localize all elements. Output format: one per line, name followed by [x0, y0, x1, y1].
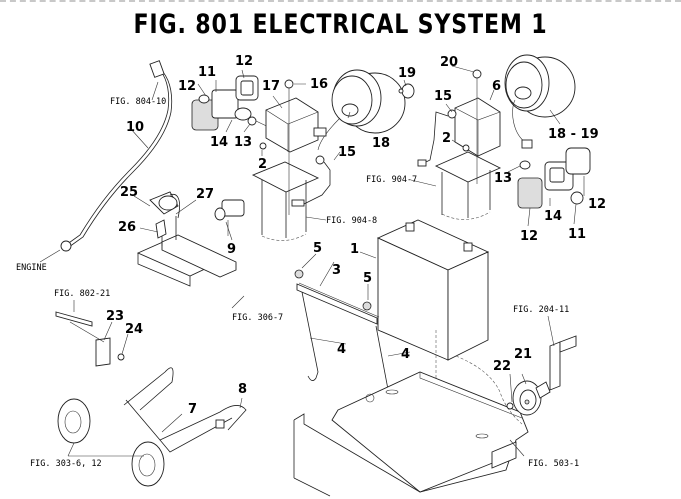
ref-fig-306-7[interactable]: FIG. 306-7 — [232, 313, 283, 323]
label-22: 22 — [493, 359, 511, 374]
label-15-left: 15 — [338, 145, 356, 160]
ref-fig-904-7[interactable]: FIG. 904-7 — [366, 175, 417, 185]
relay-bracket — [136, 191, 237, 287]
part-number-labels: 12 11 12 17 16 19 10 14 13 2 18 15 20 6 … — [106, 54, 606, 417]
label-8: 8 — [238, 382, 247, 397]
label-16: 16 — [310, 77, 328, 92]
ref-engine: ENGINE — [16, 263, 47, 273]
label-5-left: 5 — [313, 241, 322, 256]
label-23: 23 — [106, 309, 124, 324]
label-19: 19 — [398, 66, 416, 81]
bracket-17 — [251, 79, 320, 241]
ref-fig-802-21[interactable]: FIG. 802-21 — [54, 289, 110, 299]
guard-frame-7 — [57, 367, 247, 487]
headlight-18-left — [313, 69, 415, 151]
figure-title: FIG. 801 ELECTRICAL SYSTEM 1 — [133, 9, 548, 40]
top-dashed-border — [0, 0, 681, 2]
label-13-left: 13 — [234, 135, 252, 150]
label-4-right: 4 — [401, 347, 410, 362]
label-5-right: 5 — [363, 271, 372, 286]
ref-fig-303-6-12[interactable]: FIG. 303-6, 12 — [30, 459, 102, 469]
label-9: 9 — [227, 242, 236, 257]
label-12-top: 12 — [235, 54, 253, 69]
label-13-right: 13 — [494, 171, 512, 186]
label-4-left: 4 — [337, 342, 346, 357]
label-18-19: 18 - 19 — [548, 127, 599, 142]
figure-reference-labels: FIG. 804-10 FIG. 904-8 FIG. 904-7 ENGINE… — [16, 97, 579, 469]
label-18: 18 — [372, 136, 390, 151]
label-14-left: 14 — [210, 135, 228, 150]
switch-9 — [214, 199, 245, 236]
label-20: 20 — [440, 55, 458, 70]
label-11-right: 11 — [568, 227, 586, 242]
label-25: 25 — [120, 185, 138, 200]
label-2-right: 2 — [442, 131, 451, 146]
label-12-right: 12 — [588, 197, 606, 212]
cable-10 — [39, 60, 173, 263]
label-17: 17 — [262, 79, 280, 94]
bracket-6 — [434, 69, 502, 220]
floor-plate — [293, 355, 529, 497]
label-15-right: 15 — [434, 89, 452, 104]
ref-fig-204-11[interactable]: FIG. 204-11 — [513, 305, 569, 315]
left-work-light — [191, 75, 276, 131]
label-21: 21 — [514, 347, 532, 362]
horn-bracket-23 — [55, 311, 125, 367]
ref-fig-503-1[interactable]: FIG. 503-1 — [528, 459, 579, 469]
label-12-left: 12 — [178, 79, 196, 94]
label-6: 6 — [492, 79, 501, 94]
label-24: 24 — [125, 322, 143, 337]
headlight-18-19-right — [504, 54, 576, 149]
wire-15-left — [291, 155, 331, 207]
label-1: 1 — [350, 242, 359, 257]
right-work-light — [517, 147, 591, 209]
label-3: 3 — [332, 263, 341, 278]
horn-21 — [506, 335, 577, 416]
label-14-right: 14 — [544, 209, 562, 224]
ref-fig-804-10[interactable]: FIG. 804-10 — [110, 97, 166, 107]
leader-lines — [67, 65, 585, 457]
battery-1 — [376, 219, 490, 420]
label-2-left: 2 — [258, 157, 267, 172]
battery-holder-3 — [294, 269, 391, 407]
label-27: 27 — [196, 187, 214, 202]
label-26: 26 — [118, 220, 136, 235]
label-12-bottom: 12 — [520, 229, 538, 244]
label-7: 7 — [188, 402, 197, 417]
label-10: 10 — [126, 120, 144, 135]
label-11-left: 11 — [198, 65, 216, 80]
wire-15-right — [417, 109, 457, 167]
ref-fig-904-8[interactable]: FIG. 904-8 — [326, 216, 377, 226]
